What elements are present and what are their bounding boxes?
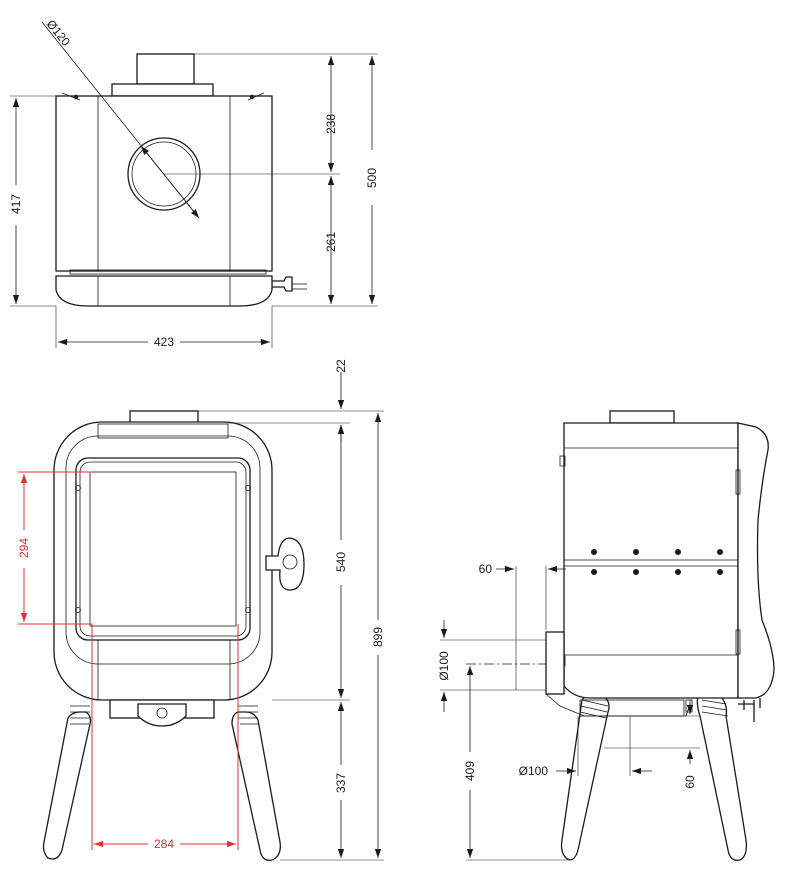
side-collar [609, 410, 675, 424]
top-handle [272, 276, 293, 292]
dim-bottom-outlet-diameter: Ø100 [519, 764, 549, 778]
front-leg-left [42, 711, 92, 860]
side-body [563, 422, 739, 699]
top-body [55, 95, 273, 272]
dim-flue-to-front: 261 [324, 232, 338, 252]
dim-total-depth: 500 [365, 168, 379, 188]
top-view: Ø120 238 261 500 417 423 [9, 17, 379, 349]
side-handle [738, 698, 761, 722]
side-leg-left [560, 692, 610, 861]
side-door-profile [737, 422, 775, 699]
front-body [53, 421, 273, 701]
front-leg-right [231, 711, 281, 861]
front-view: 294 284 22 540 337 899 [17, 359, 385, 861]
side-view: 60 Ø100 409 Ø100 60 [437, 410, 775, 861]
side-rear-outlet [545, 631, 565, 695]
dim-body-height: 540 [334, 552, 348, 572]
dim-body-depth: 417 [9, 194, 23, 214]
dim-bottom-outlet-offset: 60 [683, 775, 697, 789]
side-leg-right [696, 692, 748, 861]
dim-total-height: 899 [371, 627, 385, 647]
top-base [55, 275, 273, 307]
dim-width: 423 [154, 335, 174, 349]
dim-outlet-center-height: 409 [463, 761, 477, 781]
front-collar [129, 410, 199, 424]
dim-glass-height: 294 [17, 538, 31, 558]
dim-collar-height: 22 [334, 359, 348, 373]
dim-rear-outlet-diameter: Ø100 [437, 651, 451, 681]
dim-outlet-offset: 60 [479, 562, 493, 576]
dim-rear-to-flue: 238 [324, 114, 338, 134]
top-flue-base [111, 83, 214, 97]
dim-flue-diameter: Ø120 [44, 17, 74, 49]
dim-leg-height: 337 [334, 773, 348, 793]
front-door [75, 457, 251, 641]
top-flue-collar [136, 53, 195, 85]
dim-glass-width: 284 [154, 837, 174, 851]
front-door-handle [265, 537, 305, 591]
